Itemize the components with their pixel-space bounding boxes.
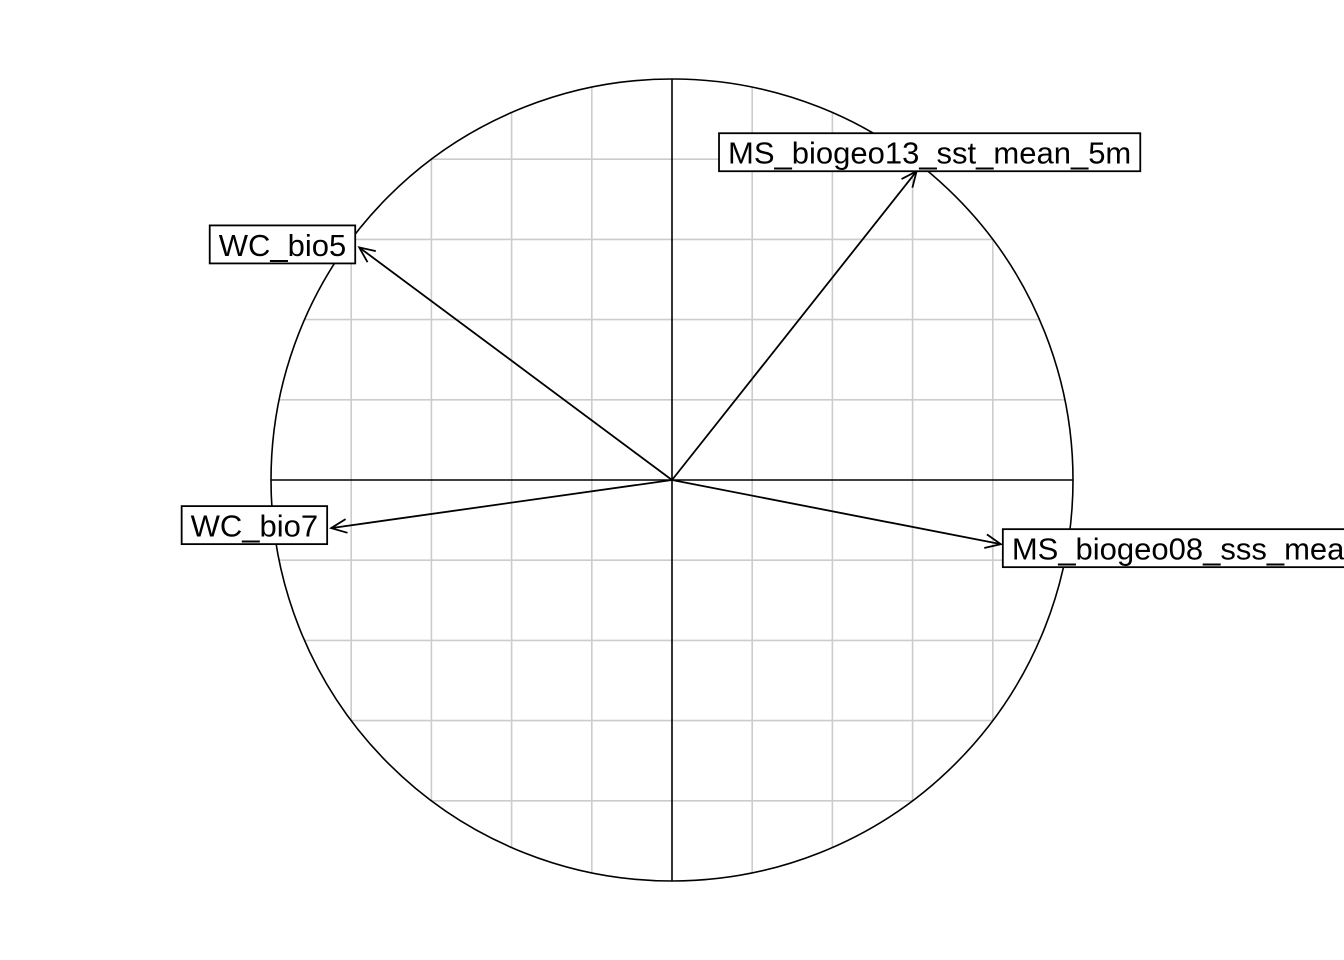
label-text: WC_bio5 [219,228,347,263]
variable-label-2: WC_bio7 [180,505,329,546]
label-text: MS_biogeo13_sst_mean_5m [728,136,1131,171]
variable-label-1: WC_bio5 [208,224,357,265]
variable-label-3: MS_biogeo08_sss_mean_5m [1001,528,1344,569]
arrow-1 [358,246,673,481]
arrow-head-1 [357,246,377,263]
unit-circle [270,78,1074,882]
arrow-2 [331,479,673,530]
arrow-head-2 [328,518,348,534]
label-box [718,132,1142,173]
variable-labels: MS_biogeo13_sst_mean_5mWC_bio5WC_bio7MS_… [180,132,1344,569]
label-box [1001,528,1344,569]
label-text: MS_biogeo08_sss_mean_5m [1012,532,1344,567]
variable-label-0: MS_biogeo13_sst_mean_5m [718,132,1142,173]
arrow-3 [671,479,1001,546]
arrow-head-3 [984,533,1003,549]
arrow-0 [671,170,918,481]
variable-arrows [328,169,1003,549]
label-text: WC_bio7 [191,509,319,544]
label-box [208,224,357,265]
label-box [180,505,329,546]
